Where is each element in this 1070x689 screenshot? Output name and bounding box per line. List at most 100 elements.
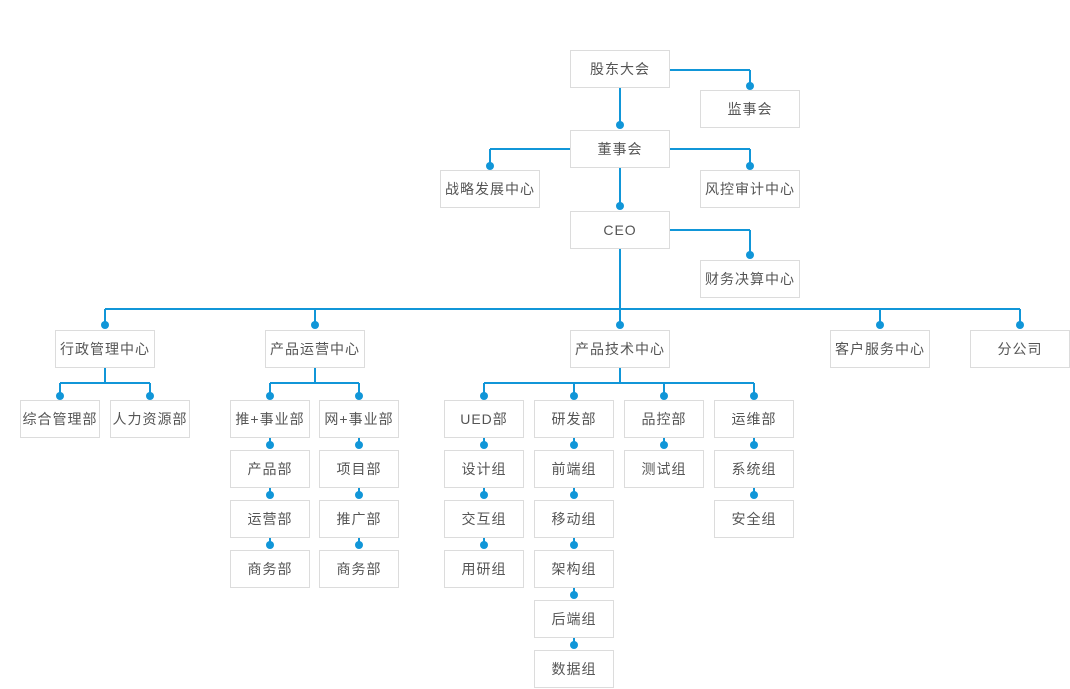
connector-dot [616,321,624,329]
org-node-general-management-dept[interactable]: 综合管理部 [20,400,100,438]
org-node-label: 设计组 [461,461,507,477]
connector-dot [311,321,319,329]
org-node-testing-group[interactable]: 测试组 [624,450,704,488]
org-node-label: 架构组 [551,561,597,577]
org-node-label: 研发部 [551,411,597,427]
org-node-financial-settlement-center[interactable]: 财务决算中心 [700,260,800,298]
org-node-tui-plus-division[interactable]: 推+事业部 [230,400,310,438]
connector-dot [266,392,274,400]
connector-dot [486,162,494,170]
connector-dot [56,392,64,400]
connector-line-vertical [59,383,61,396]
org-node-label: 分公司 [997,341,1043,357]
org-node-label: 测试组 [641,461,687,477]
org-node-product-operation-center[interactable]: 产品运营中心 [265,330,365,368]
connector-dot [750,441,758,449]
org-node-label: 安全组 [731,511,777,527]
org-node-label: 客户服务中心 [835,341,925,357]
org-node-ops-maintenance-dept[interactable]: 运维部 [714,400,794,438]
org-node-rnd-dept[interactable]: 研发部 [534,400,614,438]
org-node-wang-plus-division[interactable]: 网+事业部 [319,400,399,438]
connector-dot [570,641,578,649]
org-node-frontend-group[interactable]: 前端组 [534,450,614,488]
org-node-label: 品控部 [641,411,687,427]
org-node-label: 商务部 [247,561,293,577]
connector-dot [746,162,754,170]
org-node-interaction-group[interactable]: 交互组 [444,500,524,538]
org-node-branch-company[interactable]: 分公司 [970,330,1070,368]
connector-line-vertical [619,368,621,383]
connector-dot [355,541,363,549]
org-node-security-group[interactable]: 安全组 [714,500,794,538]
org-node-user-research-group[interactable]: 用研组 [444,550,524,588]
org-node-ceo[interactable]: CEO [570,211,670,249]
org-node-label: 战略发展中心 [445,181,535,197]
org-node-architecture-group[interactable]: 架构组 [534,550,614,588]
org-node-mobile-group[interactable]: 移动组 [534,500,614,538]
connector-dot [101,321,109,329]
connector-line-vertical [104,309,106,325]
connector-dot [146,392,154,400]
org-node-quality-control-dept[interactable]: 品控部 [624,400,704,438]
org-node-strategic-development-center[interactable]: 战略发展中心 [440,170,540,208]
org-node-project-dept[interactable]: 项目部 [319,450,399,488]
connector-dot [355,392,363,400]
connector-line-horizontal [670,229,750,231]
org-node-business-dept-wang[interactable]: 商务部 [319,550,399,588]
connector-dot [750,392,758,400]
org-node-business-dept-tui[interactable]: 商务部 [230,550,310,588]
org-node-label: 系统组 [731,461,777,477]
org-node-operation-dept[interactable]: 运营部 [230,500,310,538]
org-node-product-dept[interactable]: 产品部 [230,450,310,488]
org-node-human-resources-dept[interactable]: 人力资源部 [110,400,190,438]
org-node-shareholders-meeting[interactable]: 股东大会 [570,50,670,88]
org-node-label: 董事会 [597,141,643,157]
connector-dot [1016,321,1024,329]
connector-dot [570,491,578,499]
org-node-label: 数据组 [551,661,597,677]
org-node-data-group[interactable]: 数据组 [534,650,614,688]
connector-dot [746,251,754,259]
org-node-label: 监事会 [727,101,773,117]
connector-dot [480,541,488,549]
org-node-label: 推+事业部 [235,411,305,427]
connector-dot [750,491,758,499]
connector-line-horizontal [60,382,150,384]
connector-line-vertical [619,88,621,125]
connector-line-vertical [269,383,271,396]
connector-line-vertical [1019,309,1021,325]
connector-line-horizontal [270,382,359,384]
connector-dot [876,321,884,329]
connector-line-horizontal [484,382,754,384]
org-node-label: 产品技术中心 [575,341,665,357]
connector-line-vertical [753,383,755,396]
connector-line-vertical [314,309,316,325]
org-node-customer-service-center[interactable]: 客户服务中心 [830,330,930,368]
connector-dot [570,591,578,599]
org-node-ued-dept[interactable]: UED部 [444,400,524,438]
org-node-label: 行政管理中心 [60,341,150,357]
connector-line-vertical [104,368,106,383]
org-node-label: 综合管理部 [22,411,98,427]
org-node-supervisory-board[interactable]: 监事会 [700,90,800,128]
org-node-board-of-directors[interactable]: 董事会 [570,130,670,168]
org-node-label: 运维部 [731,411,777,427]
org-node-design-group[interactable]: 设计组 [444,450,524,488]
org-node-admin-management-center[interactable]: 行政管理中心 [55,330,155,368]
org-node-label: 产品部 [247,461,293,477]
connector-line-vertical [483,383,485,396]
org-node-label: 后端组 [551,611,597,627]
org-node-label: 产品运营中心 [270,341,360,357]
org-node-system-group[interactable]: 系统组 [714,450,794,488]
org-node-product-technology-center[interactable]: 产品技术中心 [570,330,670,368]
org-node-label: 财务决算中心 [705,271,795,287]
org-node-label: 风控审计中心 [705,181,795,197]
connector-dot [355,441,363,449]
org-node-promotion-dept[interactable]: 推广部 [319,500,399,538]
org-node-label: 运营部 [247,511,293,527]
org-node-risk-audit-center[interactable]: 风控审计中心 [700,170,800,208]
connector-line-vertical [619,249,621,325]
connector-dot [266,491,274,499]
connector-line-vertical [573,383,575,396]
org-node-backend-group[interactable]: 后端组 [534,600,614,638]
